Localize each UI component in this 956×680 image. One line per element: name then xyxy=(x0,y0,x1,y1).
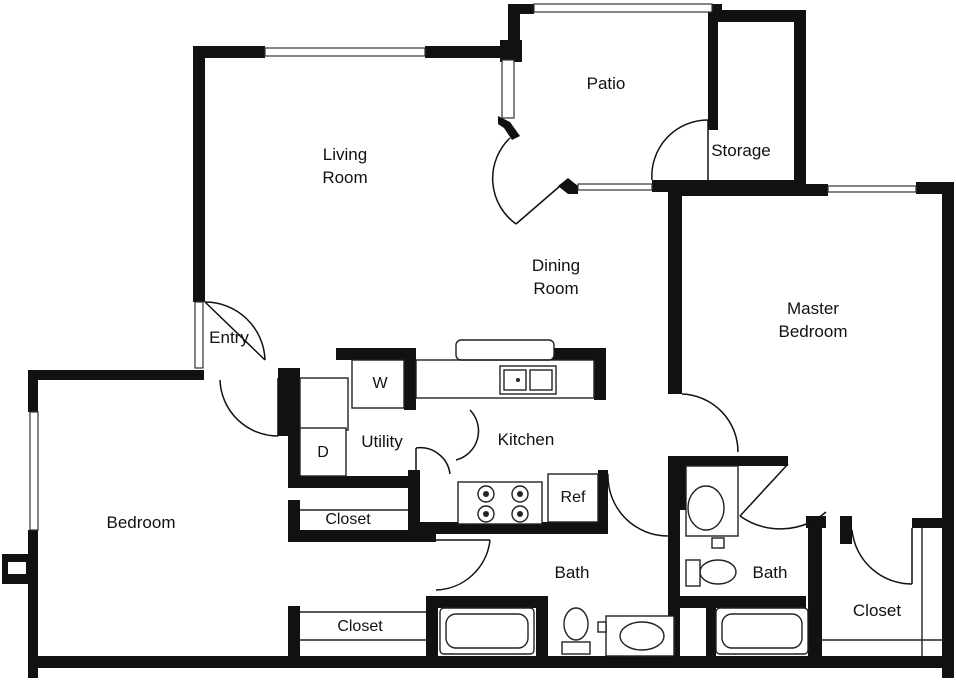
master-bedroom-label: Master Bedroom xyxy=(778,299,848,341)
fixtures xyxy=(299,339,942,657)
bedroom-label: Bedroom xyxy=(106,513,176,532)
entry-label: Entry xyxy=(209,328,249,347)
refrigerator-box xyxy=(547,473,599,523)
washer-label: W xyxy=(372,375,388,392)
closet-bedroom-lower-label: Closet xyxy=(337,618,383,635)
hall-bath-label: Bath xyxy=(554,563,590,582)
utility-label: Utility xyxy=(361,432,403,451)
kitchen-label: Kitchen xyxy=(497,430,555,449)
exterior-walls xyxy=(28,4,954,678)
interior-walls xyxy=(288,116,954,662)
dining-room-label: Dining Room xyxy=(531,256,581,298)
master-bath-label: Bath xyxy=(752,563,788,582)
dryer-label: D xyxy=(317,444,329,461)
closet-bedroom-upper-label: Closet xyxy=(325,511,371,528)
storage-label: Storage xyxy=(711,141,771,160)
stove-burners xyxy=(477,485,529,523)
washer-box xyxy=(351,359,405,409)
patio-label: Patio xyxy=(586,74,626,93)
refrigerator-label: Ref xyxy=(560,489,586,506)
doors xyxy=(204,119,913,591)
master-closet-label: Closet xyxy=(852,601,902,620)
living-room-label: Living Room xyxy=(322,145,368,187)
windows xyxy=(2,3,917,584)
dryer-box xyxy=(299,427,347,477)
